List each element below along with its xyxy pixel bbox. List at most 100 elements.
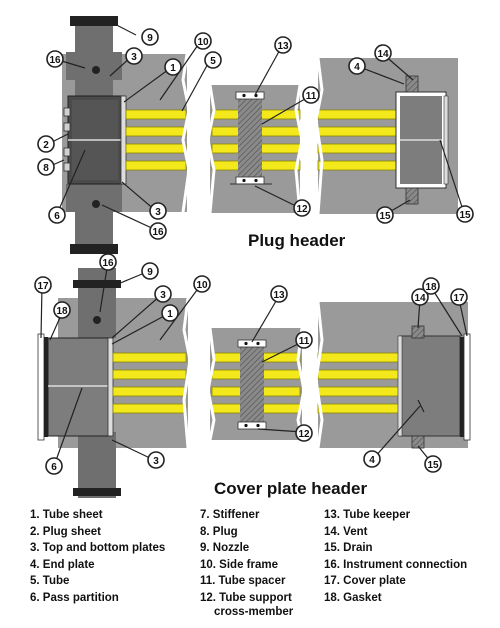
plug-sheet-plugs [63, 107, 71, 172]
callout-top-plate: 3 [125, 47, 143, 65]
cover-drain [411, 435, 425, 449]
cover-return-header [399, 335, 461, 437]
legend-item: 16. Instrument connection [324, 558, 468, 571]
svg-text:10: 10 [196, 280, 208, 291]
cover-nozzle-bottom [78, 432, 116, 498]
callout-tube: 5 [204, 51, 222, 69]
legend-item: 1. Tube sheet [30, 509, 103, 521]
legend-column-3: 13. Tube keeper 14. Vent 15. Drain 16. I… [324, 507, 467, 606]
callout-tube-sheet: 1 [164, 58, 182, 76]
legend-item: 4. End plate [30, 558, 95, 571]
svg-text:8: 8 [43, 163, 49, 174]
cover-plate-right [463, 333, 471, 441]
legend-item: 9. Nozzle [200, 542, 250, 554]
cover-nozzle-top [78, 268, 116, 338]
plug-header-diagram: 9 10 13 14 16 3 1 5 4 11 2 8 6 3 16 12 1… [37, 16, 474, 254]
callout-instrument-connection-bottom: 16 [149, 222, 167, 240]
svg-text:6: 6 [54, 211, 60, 222]
svg-text:2: 2 [43, 140, 49, 151]
callout-cover-top-plate: 3 [154, 285, 172, 303]
legend-item: 3. Top and bottom plates [30, 542, 166, 554]
svg-text:3: 3 [131, 52, 137, 63]
callout-cover-plate-left: 17 [34, 276, 52, 294]
svg-text:15: 15 [379, 211, 391, 222]
svg-text:1: 1 [170, 63, 176, 74]
svg-text:15: 15 [459, 210, 471, 221]
svg-text:11: 11 [306, 91, 317, 102]
svg-text:4: 4 [369, 455, 375, 466]
plug-header-title: Plug header [248, 231, 346, 250]
callout-cover-tube-keeper: 13 [270, 285, 288, 303]
plug-tube-keeper [235, 91, 265, 100]
svg-text:13: 13 [273, 290, 285, 301]
svg-text:13: 13 [277, 41, 289, 52]
svg-text:16: 16 [102, 258, 114, 269]
callout-drain: 15 [376, 206, 394, 224]
svg-text:3: 3 [153, 456, 159, 467]
legend-item: 10. Side frame [200, 558, 278, 571]
callout-cover-tube-spacer: 11 [295, 331, 313, 349]
svg-text:14: 14 [377, 49, 389, 60]
legend-item: 6. Pass partition [30, 591, 119, 604]
svg-text:1: 1 [167, 309, 173, 320]
svg-text:17: 17 [453, 293, 465, 304]
cover-tube-keeper [237, 339, 267, 348]
callout-cover-pass-partition: 6 [45, 457, 63, 475]
legend-item-continuation: cross-member [214, 606, 294, 618]
svg-text:18: 18 [425, 282, 437, 293]
callout-cover-tube-sheet: 1 [161, 304, 179, 322]
legend-item: 2. Plug sheet [30, 525, 101, 538]
svg-text:5: 5 [210, 56, 216, 67]
svg-text:18: 18 [56, 306, 68, 317]
plug-tubes-left [125, 109, 187, 171]
svg-text:17: 17 [37, 281, 49, 292]
gasket-left [44, 337, 48, 437]
cover-plate-left [37, 333, 45, 441]
legend-item: 14. Vent [324, 525, 368, 538]
svg-text:16: 16 [152, 227, 164, 238]
svg-text:10: 10 [197, 37, 209, 48]
cover-plate-header-title: Cover plate header [214, 479, 367, 498]
svg-text:9: 9 [147, 33, 153, 44]
cover-callouts: 16 9 10 17 18 3 1 13 14 18 17 11 6 3 12 … [34, 253, 468, 475]
svg-text:9: 9 [147, 267, 153, 278]
callout-cover-end-plate: 4 [363, 450, 381, 468]
instrument-connection-bottom [92, 200, 100, 208]
callout-bottom-plate: 3 [149, 202, 167, 220]
cover-tubes-left [112, 352, 187, 414]
callout-cover-nozzle: 9 [141, 262, 159, 280]
svg-text:11: 11 [299, 336, 310, 347]
legend-item: 13. Tube keeper [324, 509, 411, 521]
callout-vent: 14 [374, 44, 392, 62]
vent [405, 75, 419, 93]
callout-end-plate: 4 [348, 57, 366, 75]
legend-item: 5. Tube [30, 575, 70, 587]
svg-text:16: 16 [49, 55, 61, 66]
callout-cover-tube-support: 12 [295, 424, 313, 442]
callout-cover-bottom-plate: 3 [147, 451, 165, 469]
callout-tube-keeper: 13 [274, 36, 292, 54]
legend-column-2: 7. Stiffener 8. Plug 9. Nozzle 10. Side … [200, 507, 293, 623]
legend-item: 8. Plug [200, 525, 238, 538]
callout-pass-partition: 6 [48, 206, 66, 224]
callout-cover-drain: 15 [424, 455, 442, 473]
callout-tube-support: 12 [293, 199, 311, 217]
instrument-connection-top [92, 66, 100, 74]
svg-text:3: 3 [160, 290, 166, 301]
legend-item: 11. Tube spacer [200, 575, 286, 587]
callout-cover-vent: 14 [411, 288, 429, 306]
svg-text:12: 12 [296, 204, 308, 215]
callout-instrument-connection: 16 [46, 50, 64, 68]
callout-plug-sheet: 2 [37, 135, 55, 153]
svg-text:6: 6 [51, 462, 57, 473]
legend-item: 18. Gasket [324, 591, 382, 604]
callout-nozzle: 9 [141, 28, 159, 46]
callout-plug: 8 [37, 158, 55, 176]
legend-column-1: 1. Tube sheet 2. Plug sheet 3. Top and b… [30, 507, 165, 606]
callout-cover-instrument: 16 [99, 253, 117, 271]
callout-gasket-right: 18 [422, 277, 440, 295]
legend-item: 17. Cover plate [324, 575, 406, 587]
svg-text:14: 14 [414, 293, 426, 304]
svg-text:12: 12 [298, 429, 310, 440]
legend-item: 7. Stiffener [200, 509, 260, 521]
